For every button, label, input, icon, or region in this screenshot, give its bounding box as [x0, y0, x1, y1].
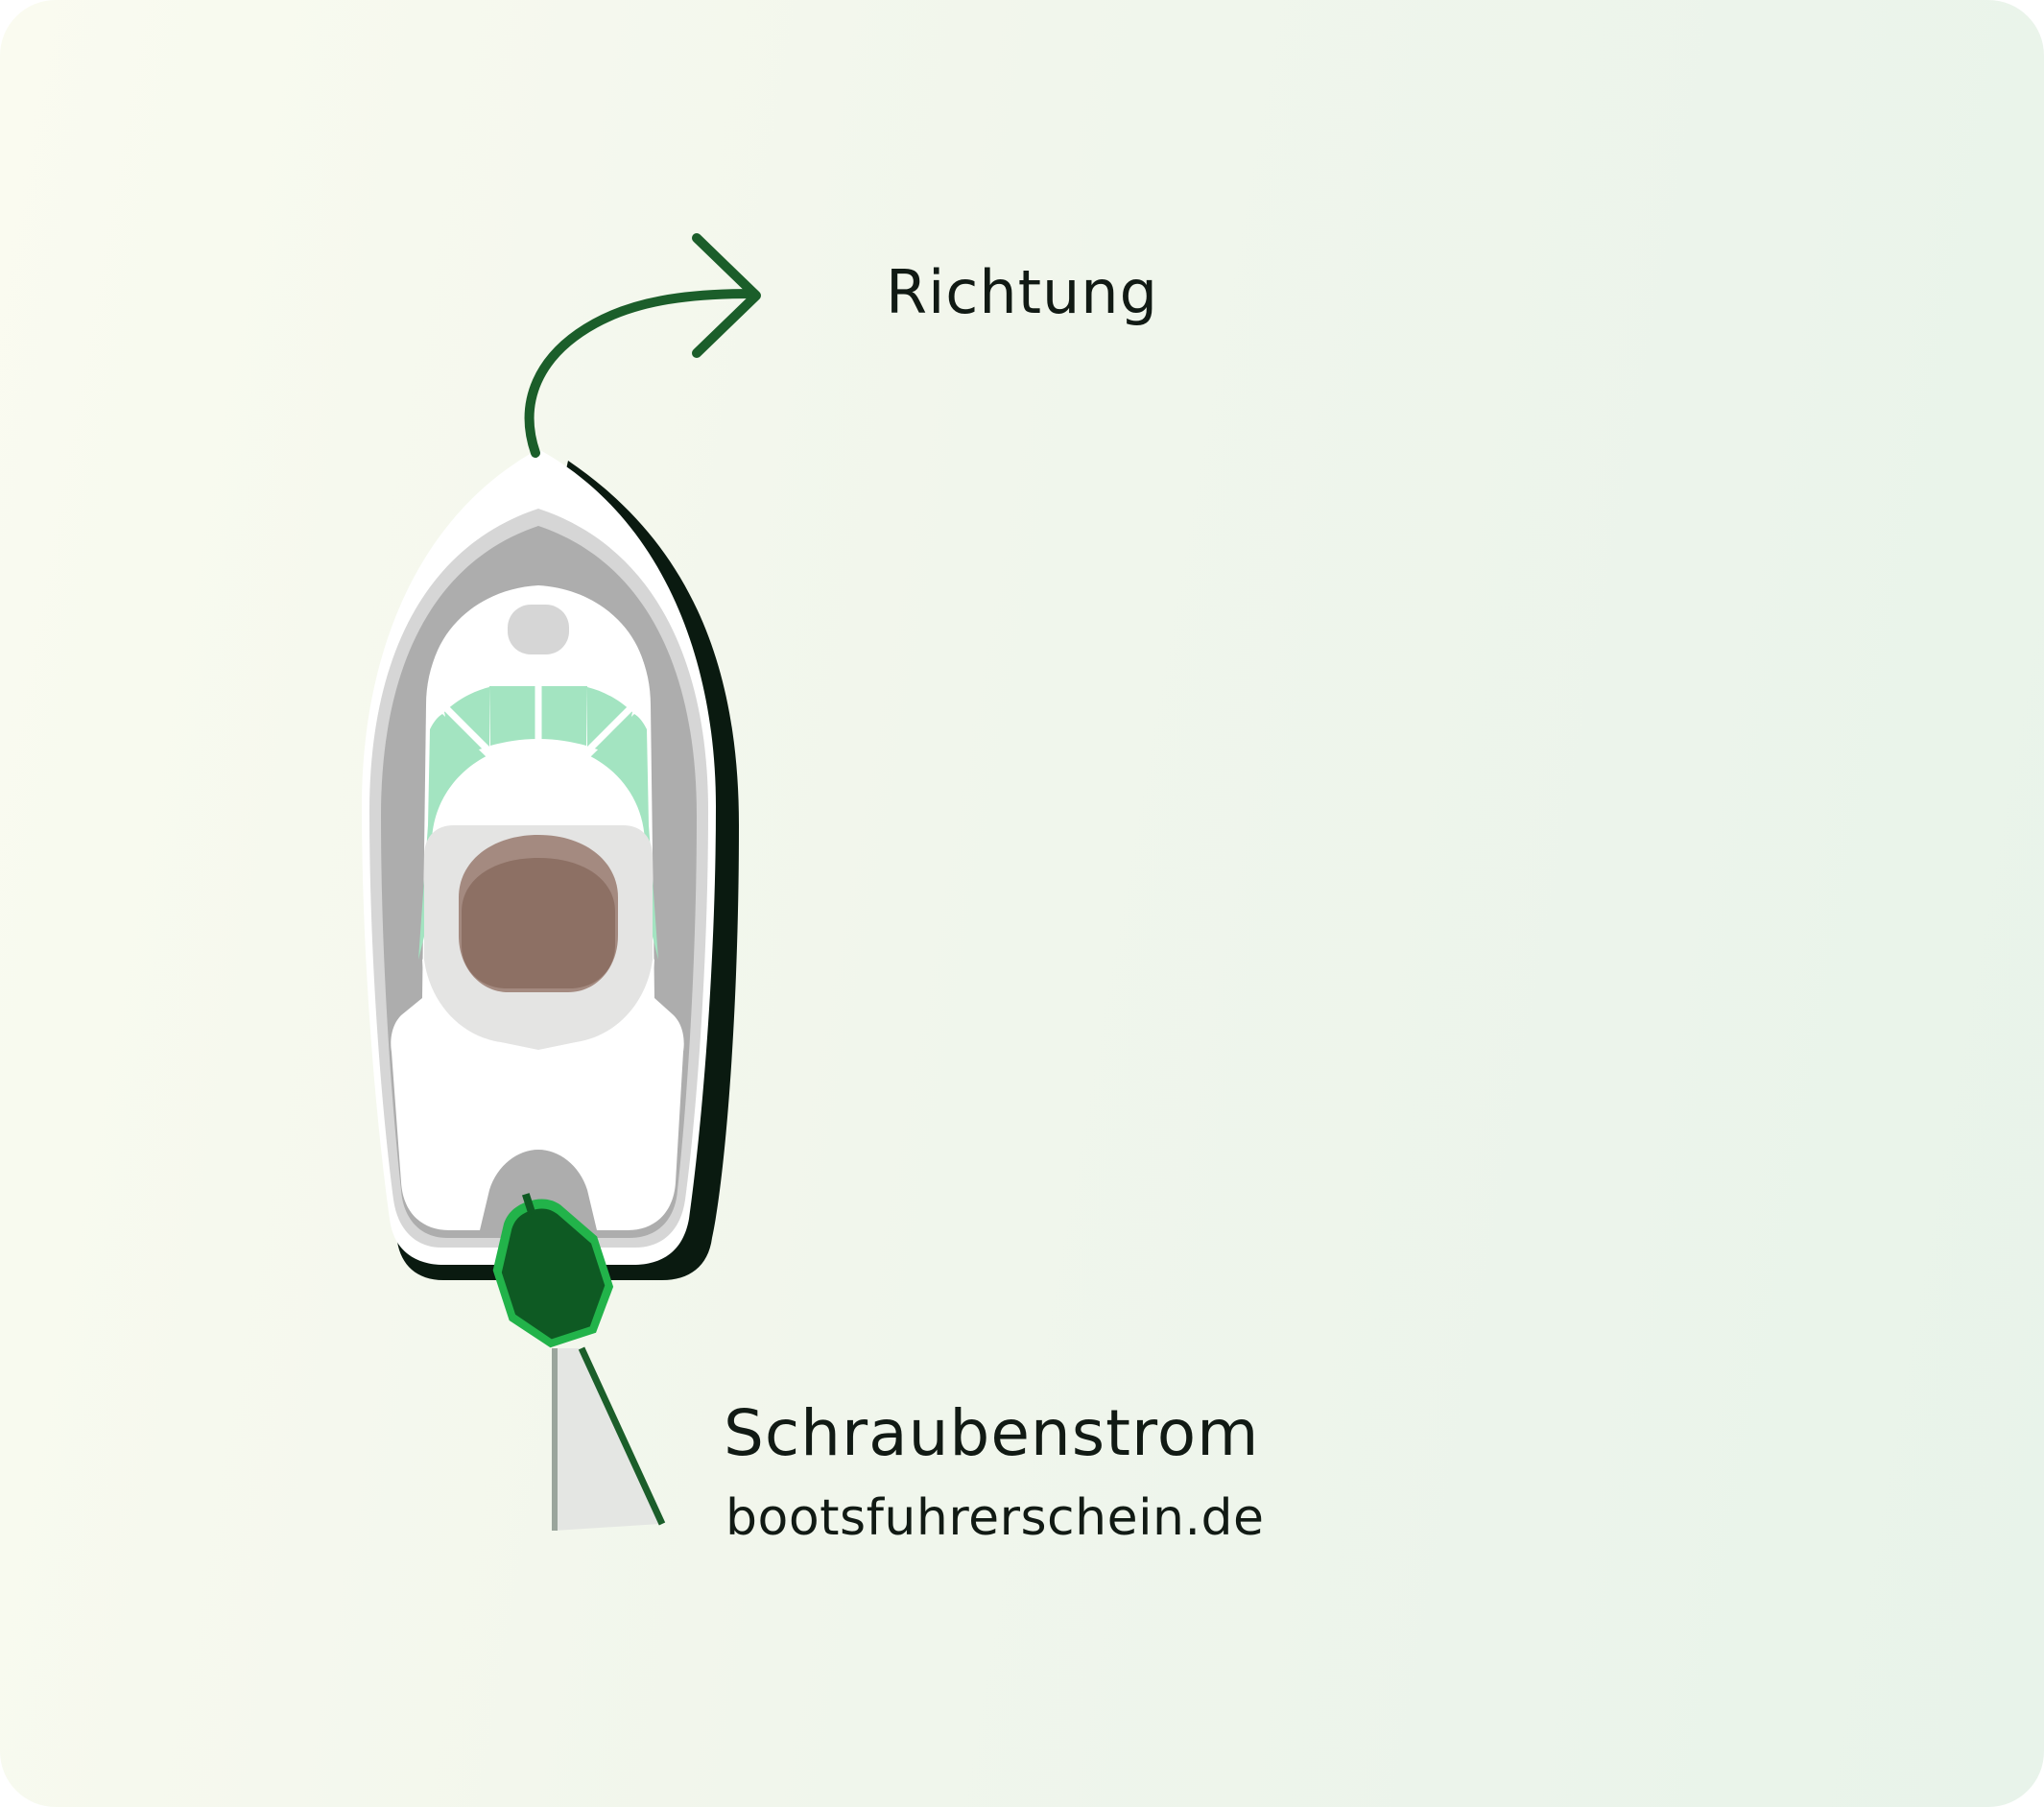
website-label: bootsfuhrerschein.de [725, 1489, 1265, 1547]
propwash-left [555, 1348, 660, 1531]
arrow-turn-right-icon [524, 233, 761, 458]
rudder-left [492, 1193, 614, 1348]
boat-left [362, 233, 761, 1531]
propwash-label: Schraubenstrom [724, 1396, 1260, 1470]
direction-label: Richtung [886, 257, 1158, 327]
